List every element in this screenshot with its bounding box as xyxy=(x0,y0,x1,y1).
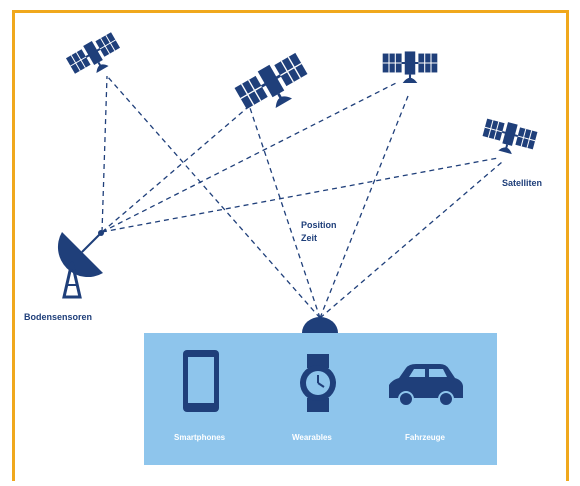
smartphones-label: Smartphones xyxy=(174,433,226,442)
satellite-dish-icon xyxy=(57,230,104,299)
position-label: Position xyxy=(301,220,337,230)
receiver-dome-icon xyxy=(302,317,338,333)
ground-sensors-label: Bodensensoren xyxy=(24,312,93,322)
satellites-label: Satelliten xyxy=(502,178,543,188)
satellite-icon xyxy=(478,115,539,161)
smartphone-icon xyxy=(183,350,219,412)
satellite-icon xyxy=(381,50,439,84)
watch-icon xyxy=(300,354,336,412)
satellite-icon xyxy=(63,29,127,84)
vehicles-label: Fahrzeuge xyxy=(405,433,446,442)
diagram-frame xyxy=(12,10,569,481)
time-label: Zeit xyxy=(301,233,318,243)
car-icon xyxy=(389,364,463,407)
wearables-label: Wearables xyxy=(292,433,332,442)
satellite-icon xyxy=(231,49,316,123)
signal-lines xyxy=(101,75,503,319)
